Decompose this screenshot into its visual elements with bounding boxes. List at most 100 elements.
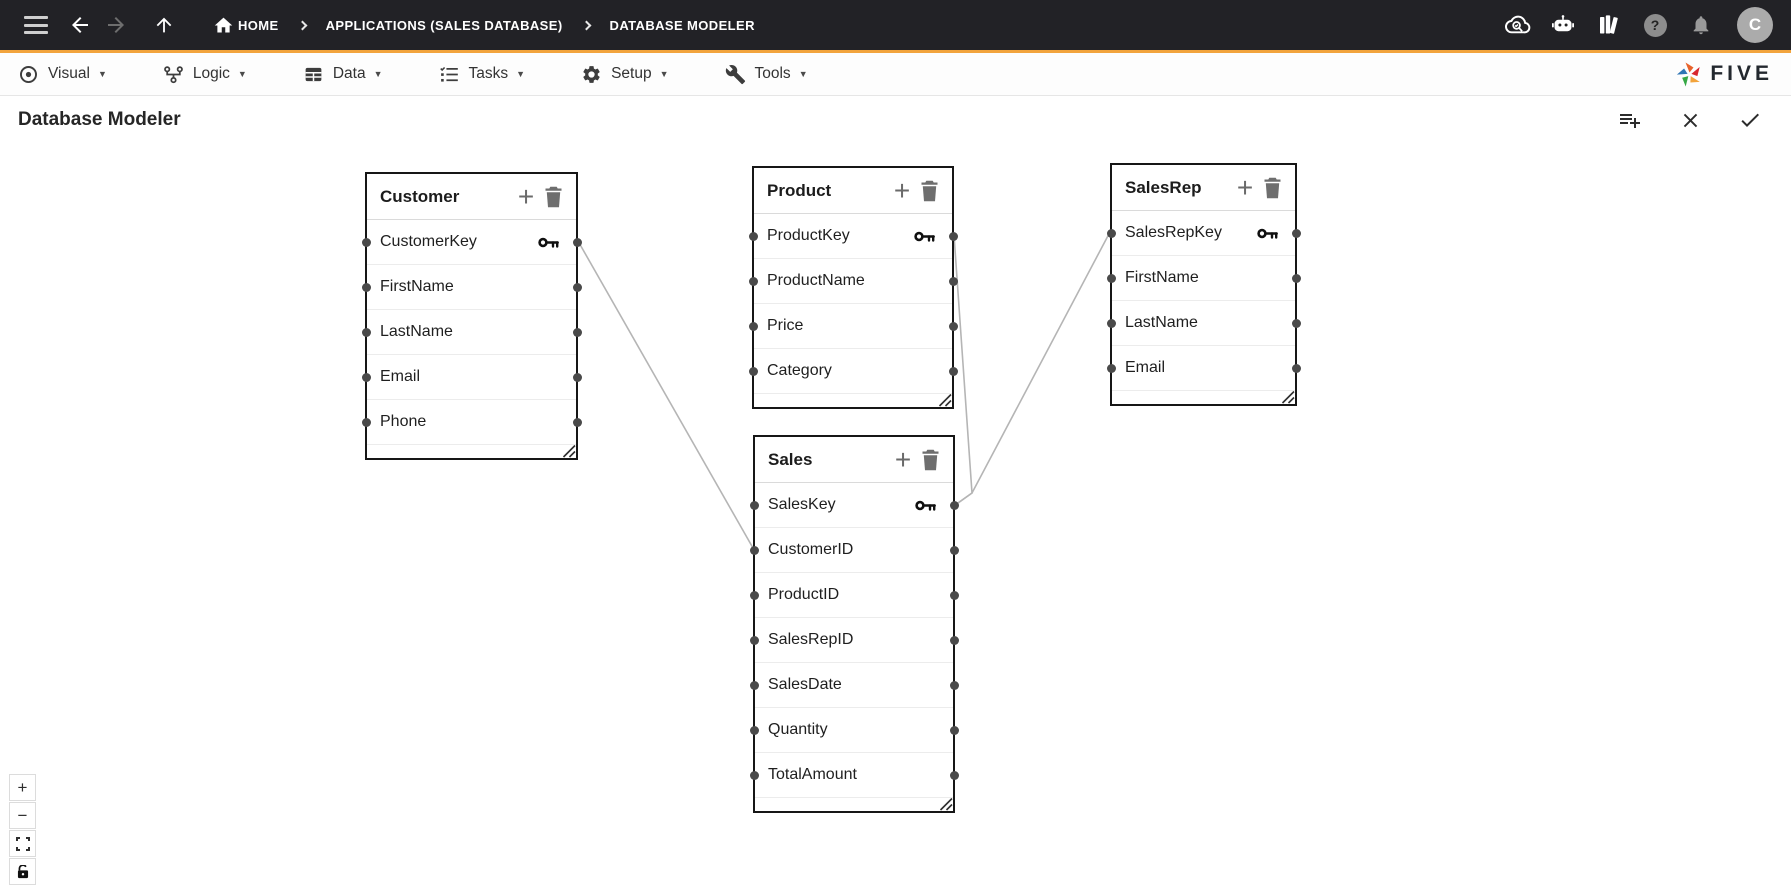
save-check-icon[interactable]	[1733, 103, 1767, 137]
help-icon[interactable]: ?	[1637, 7, 1673, 43]
menu-icon[interactable]	[18, 7, 54, 43]
connection-port-right[interactable]	[948, 231, 958, 241]
connection-port-left[interactable]	[1106, 228, 1116, 238]
add-field-button[interactable]: +	[1231, 173, 1259, 202]
forward-arrow-icon[interactable]	[98, 7, 134, 43]
connection-port-right[interactable]	[948, 276, 958, 286]
connection-port-right[interactable]	[572, 372, 582, 382]
connection-port-left[interactable]	[749, 500, 759, 510]
connection-port-right[interactable]	[949, 590, 959, 600]
add-field-button[interactable]: +	[512, 182, 540, 211]
field-row-productname[interactable]: ProductName	[748, 259, 958, 304]
connection-port-right[interactable]	[572, 282, 582, 292]
connection-port-right[interactable]	[1291, 228, 1301, 238]
field-row-firstname[interactable]: FirstName	[361, 265, 582, 310]
menu-logic[interactable]: Logic ▼	[163, 64, 247, 85]
connection-port-right[interactable]	[572, 327, 582, 337]
connection-port-left[interactable]	[361, 237, 371, 247]
field-row-price[interactable]: Price	[748, 304, 958, 349]
connection-port-left[interactable]	[361, 282, 371, 292]
fit-view-button[interactable]	[9, 830, 36, 857]
field-row-phone[interactable]: Phone	[361, 400, 582, 445]
resize-handle[interactable]	[1281, 390, 1295, 404]
connection-port-left[interactable]	[749, 635, 759, 645]
cloud-search-icon[interactable]	[1499, 7, 1535, 43]
connection-port-left[interactable]	[748, 276, 758, 286]
connection-port-left[interactable]	[749, 770, 759, 780]
connection-port-left[interactable]	[1106, 363, 1116, 373]
menu-tasks[interactable]: Tasks ▼	[439, 64, 525, 85]
field-row-lastname[interactable]: LastName	[1106, 301, 1301, 346]
add-field-button[interactable]: +	[889, 445, 917, 474]
connection-port-right[interactable]	[572, 417, 582, 427]
documentation-icon[interactable]	[1591, 7, 1627, 43]
connection-port-left[interactable]	[361, 327, 371, 337]
breadcrumb-applications[interactable]: APPLICATIONS (SALES DATABASE)	[325, 17, 563, 33]
connection-port-right[interactable]	[1291, 318, 1301, 328]
delete-table-button[interactable]	[916, 180, 942, 202]
field-row-quantity[interactable]: Quantity	[749, 708, 959, 753]
connection-port-left[interactable]	[1106, 318, 1116, 328]
field-row-customerid[interactable]: CustomerID	[749, 528, 959, 573]
add-field-button[interactable]: +	[888, 176, 916, 205]
field-row-lastname[interactable]: LastName	[361, 310, 582, 355]
menu-data[interactable]: Data ▼	[303, 64, 383, 85]
field-row-saleskey[interactable]: SalesKey	[749, 483, 959, 528]
connection-port-right[interactable]	[949, 545, 959, 555]
field-row-email[interactable]: Email	[1106, 346, 1301, 391]
delete-table-button[interactable]	[1259, 177, 1285, 199]
connection-port-left[interactable]	[1106, 273, 1116, 283]
connection-port-left[interactable]	[749, 680, 759, 690]
connection-port-left[interactable]	[361, 372, 371, 382]
menu-setup[interactable]: Setup ▼	[581, 64, 669, 85]
resize-handle[interactable]	[562, 444, 576, 458]
delete-table-button[interactable]	[917, 449, 943, 471]
field-row-customerkey[interactable]: CustomerKey	[361, 220, 582, 265]
connection-port-right[interactable]	[1291, 273, 1301, 283]
zoom-in-button[interactable]: +	[9, 774, 36, 801]
field-row-salesdate[interactable]: SalesDate	[749, 663, 959, 708]
connection-port-left[interactable]	[748, 231, 758, 241]
connection-port-left[interactable]	[749, 590, 759, 600]
connection-port-left[interactable]	[749, 725, 759, 735]
up-arrow-icon[interactable]	[146, 7, 182, 43]
connection-port-right[interactable]	[949, 770, 959, 780]
cancel-x-icon[interactable]	[1673, 103, 1707, 137]
connection-port-left[interactable]	[748, 366, 758, 376]
field-row-firstname[interactable]: FirstName	[1106, 256, 1301, 301]
connection-port-right[interactable]	[949, 635, 959, 645]
connection-port-right[interactable]	[948, 366, 958, 376]
connection-port-right[interactable]	[949, 725, 959, 735]
connection-port-right[interactable]	[949, 500, 959, 510]
delete-table-button[interactable]	[540, 186, 566, 208]
field-row-totalamount[interactable]: TotalAmount	[749, 753, 959, 798]
resize-handle[interactable]	[938, 393, 952, 407]
connection-port-right[interactable]	[949, 680, 959, 690]
zoom-out-button[interactable]: −	[9, 802, 36, 829]
notifications-bell-icon[interactable]	[1683, 7, 1719, 43]
connection-port-left[interactable]	[749, 545, 759, 555]
menu-tools[interactable]: Tools ▼	[725, 64, 808, 85]
field-row-category[interactable]: Category	[748, 349, 958, 394]
back-arrow-icon[interactable]	[62, 7, 98, 43]
add-table-icon[interactable]	[1613, 103, 1647, 137]
ai-assistant-icon[interactable]	[1545, 7, 1581, 43]
field-row-email[interactable]: Email	[361, 355, 582, 400]
breadcrumb-home[interactable]: HOME	[238, 17, 279, 33]
resize-handle[interactable]	[939, 797, 953, 811]
field-row-salesrepid[interactable]: SalesRepID	[749, 618, 959, 663]
breadcrumb-database-modeler[interactable]: DATABASE MODELER	[609, 17, 755, 33]
menu-visual[interactable]: Visual ▼	[18, 64, 107, 85]
connection-port-left[interactable]	[748, 321, 758, 331]
field-row-productid[interactable]: ProductID	[749, 573, 959, 618]
field-row-productkey[interactable]: ProductKey	[748, 214, 958, 259]
connection-port-right[interactable]	[1291, 363, 1301, 373]
connection-port-left[interactable]	[361, 417, 371, 427]
connection-port-right[interactable]	[572, 237, 582, 247]
home-icon[interactable]	[208, 7, 238, 43]
field-row-salesrepkey[interactable]: SalesRepKey	[1106, 211, 1301, 256]
